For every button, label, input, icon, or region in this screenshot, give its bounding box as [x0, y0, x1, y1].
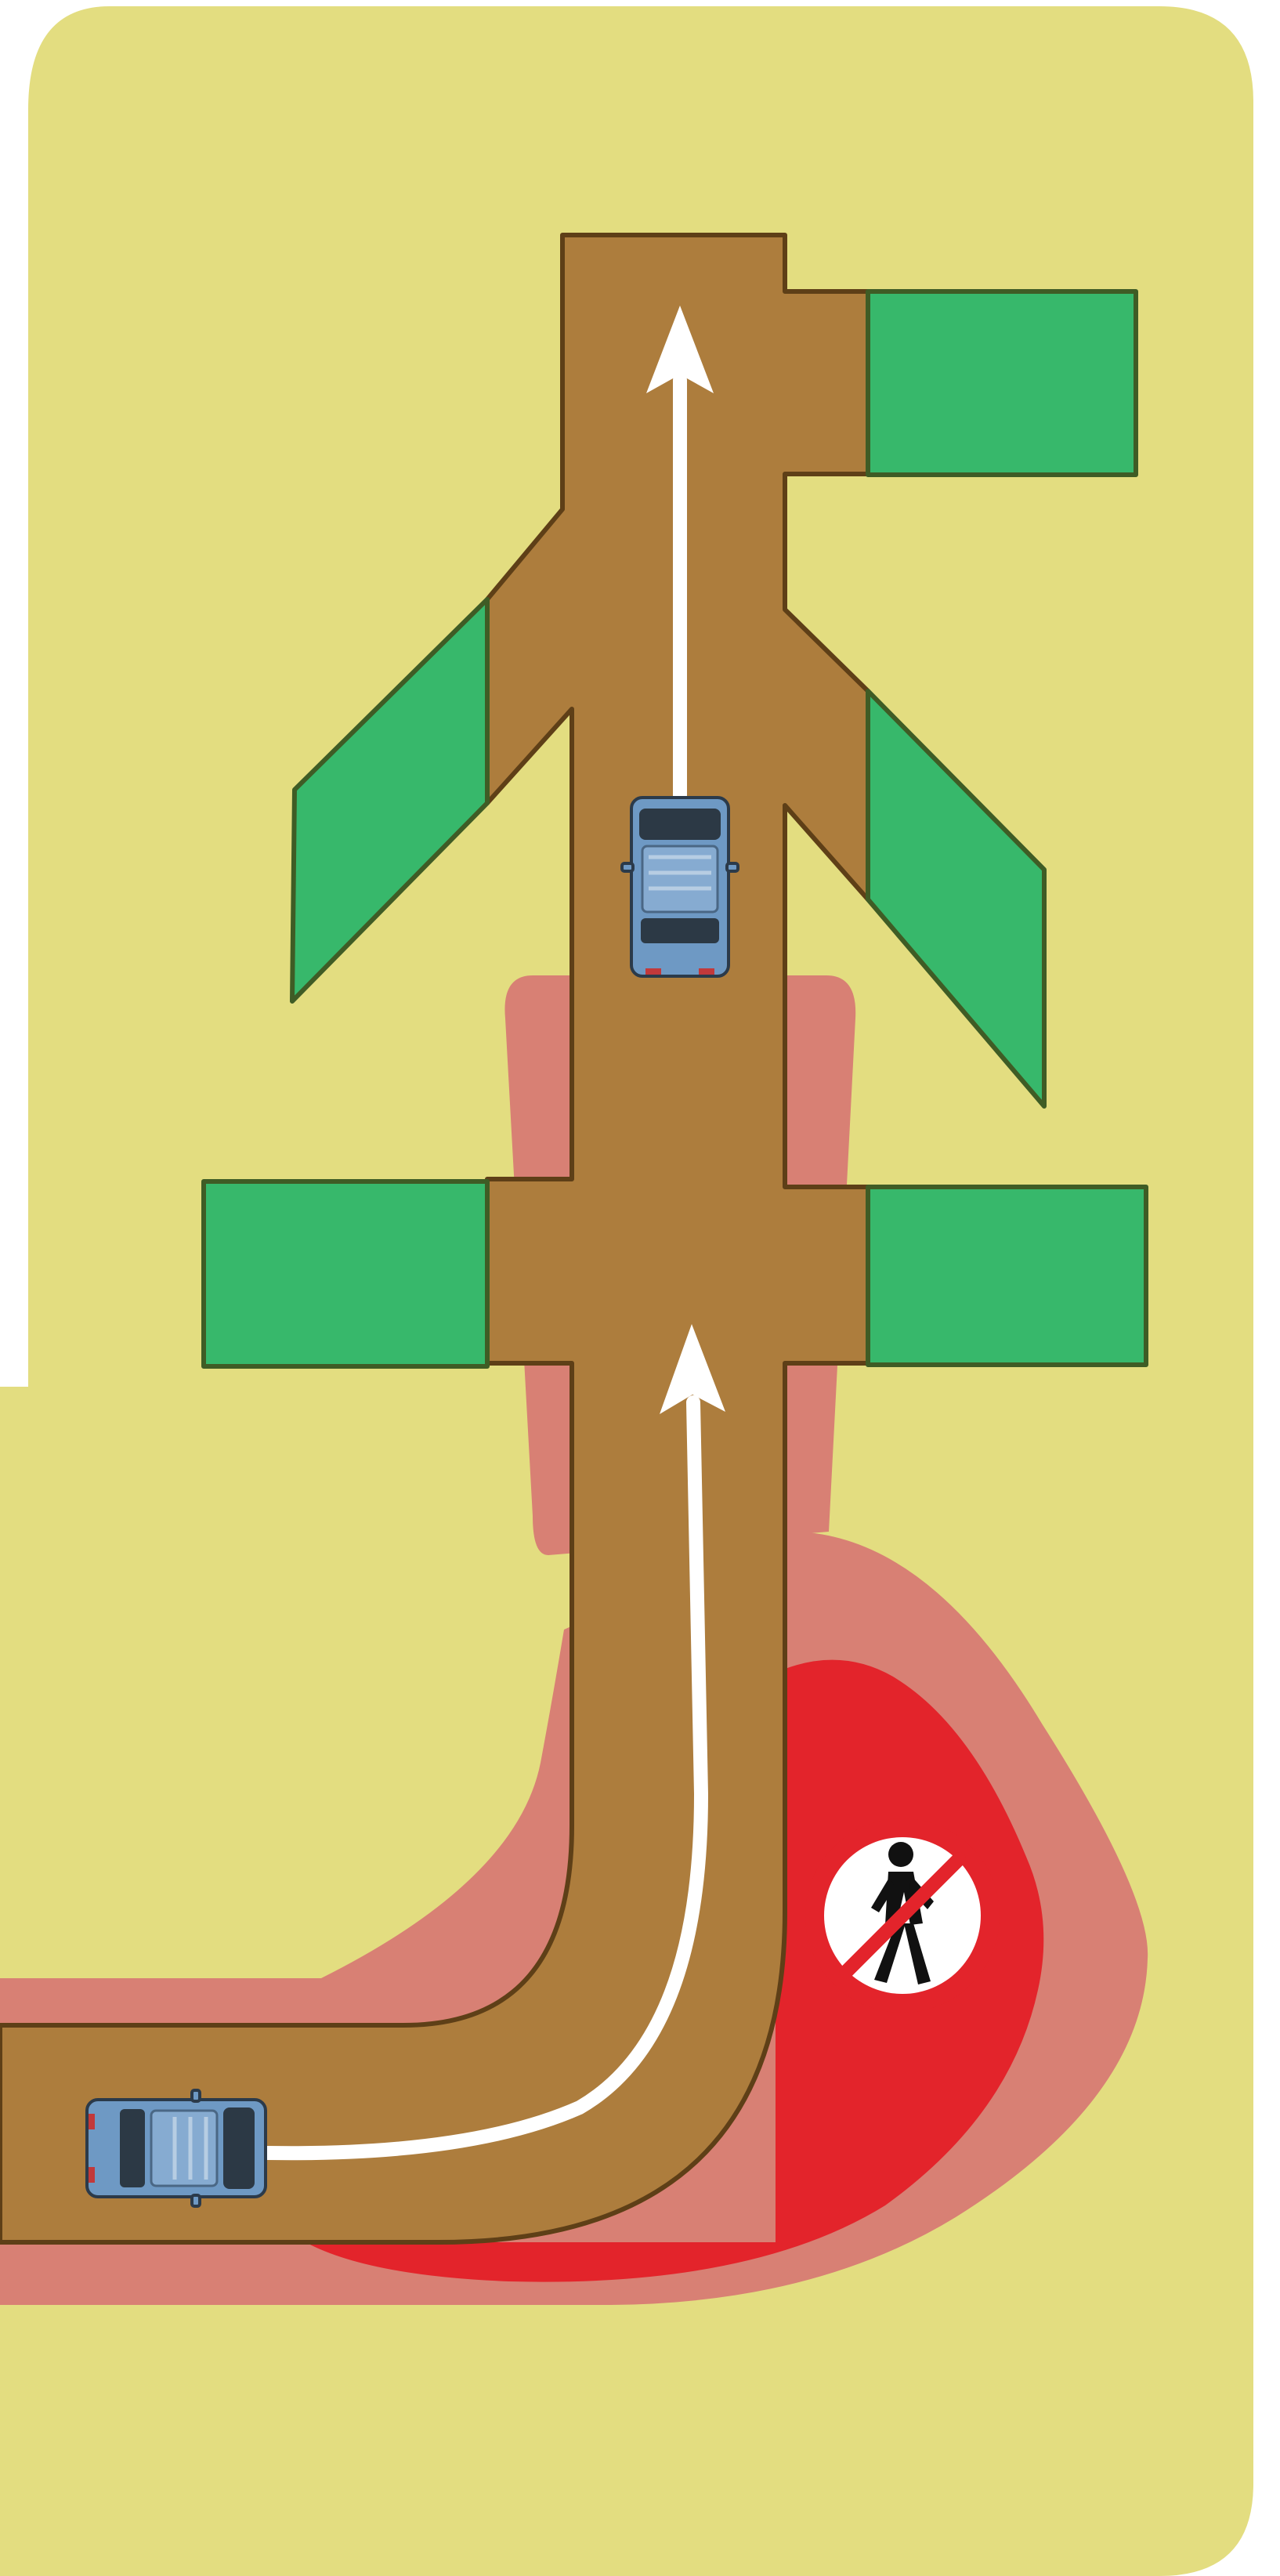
road-main-spine: [0, 233, 870, 2245]
route-arrow-straight: [646, 306, 714, 802]
parking-bays: [201, 289, 1148, 1369]
car-in-lane: [620, 796, 739, 978]
parking-bay-diagonal-right: [866, 689, 1047, 1109]
road: [0, 233, 870, 2245]
arrow-head-icon: [646, 306, 714, 393]
danger-zone: [306, 1659, 1044, 2282]
parking-bay-diagonal-left: [290, 597, 490, 1004]
car-turning: [85, 2089, 267, 2208]
no-pedestrians-sign-icon: [805, 1818, 1000, 2013]
parking-bay-middle-left: [201, 1179, 490, 1369]
parking-bay-top-right: [866, 289, 1138, 477]
route-arrow-turn: [259, 1324, 725, 2161]
arrow-head-icon: [660, 1324, 725, 1414]
parking-bay-middle-right: [866, 1185, 1148, 1367]
